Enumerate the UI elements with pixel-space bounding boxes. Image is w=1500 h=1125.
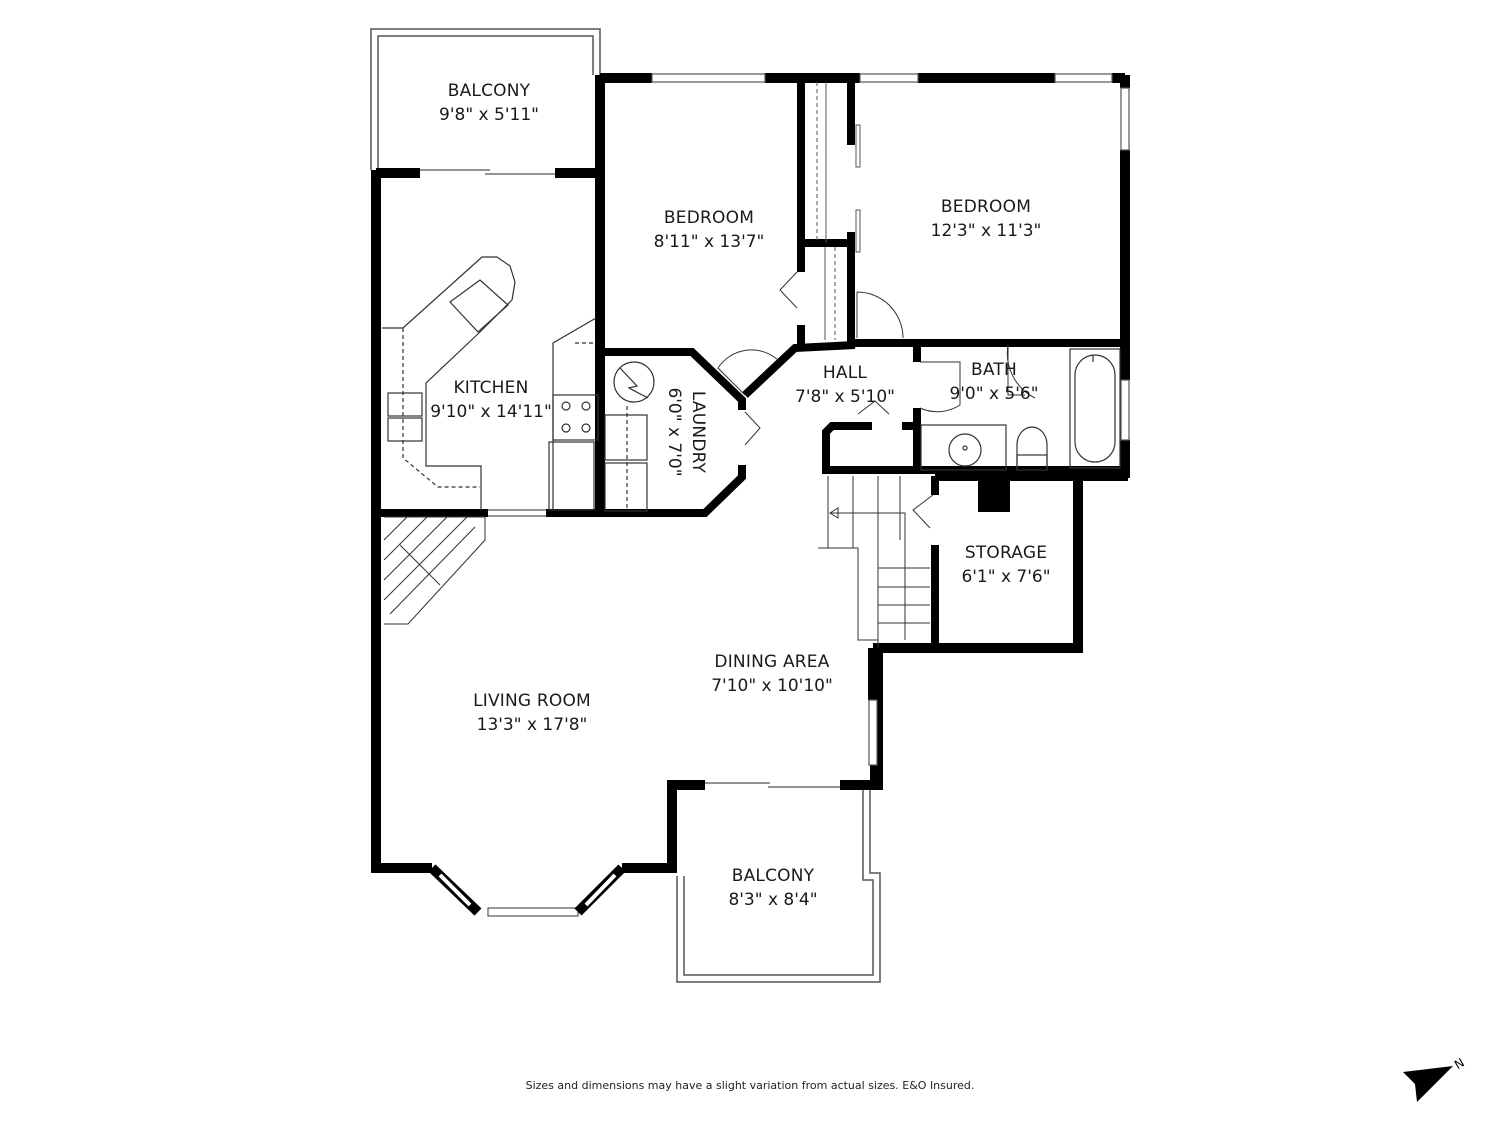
room-dimensions: 6'1" x 7'6" xyxy=(961,567,1051,587)
room-name: KITCHEN xyxy=(453,378,529,398)
interior-walls xyxy=(380,82,1125,648)
room-name: BALCONY xyxy=(731,866,815,886)
room-name: BATH xyxy=(971,360,1017,380)
room-label-balcony-top: BALCONY 9'8" x 5'11" xyxy=(439,79,539,127)
room-dimensions: 12'3" x 11'3" xyxy=(930,221,1042,241)
room-name: HALL xyxy=(822,363,868,383)
room-dimensions: 9'0" x 5'6" xyxy=(949,384,1039,404)
room-label-laundry: LAUNDRY 6'0" x 7'0" xyxy=(662,387,710,476)
door-swings xyxy=(717,271,1036,529)
room-dimensions: 8'11" x 13'7" xyxy=(653,232,765,252)
sliding-doors xyxy=(420,169,840,788)
room-label-hall: HALL 7'8" x 5'10" xyxy=(795,361,895,409)
balcony-top-outline xyxy=(370,28,601,170)
chimney-block xyxy=(978,474,1010,512)
room-label-bedroom-2: BEDROOM 12'3" x 11'3" xyxy=(931,195,1042,243)
room-dimensions: 13'3" x 17'8" xyxy=(476,715,588,735)
room-label-dining-area: DINING AREA 7'10" x 10'10" xyxy=(711,650,833,698)
room-dimensions: 7'10" x 10'10" xyxy=(711,676,833,696)
room-label-kitchen: KITCHEN 9'10" x 14'11" xyxy=(430,376,552,424)
room-label-balcony-bottom: BALCONY 8'3" x 8'4" xyxy=(728,864,817,912)
room-name: STORAGE xyxy=(964,543,1048,563)
north-label: N xyxy=(1452,1055,1467,1072)
room-dimensions: 9'8" x 5'11" xyxy=(439,105,539,125)
room-label-bath: BATH 9'0" x 5'6" xyxy=(949,358,1038,406)
staircase xyxy=(818,476,930,648)
bath-fixtures xyxy=(920,348,1121,471)
fireplace xyxy=(383,516,486,625)
room-dimensions: 7'8" x 5'10" xyxy=(795,387,895,407)
room-name: DINING AREA xyxy=(714,652,830,672)
room-dimensions: 6'0" x 7'0" xyxy=(664,387,684,477)
room-name: BALCONY xyxy=(447,81,531,101)
room-name: BEDROOM xyxy=(940,197,1032,217)
laundry-appliances xyxy=(604,361,655,512)
kitchen-counters xyxy=(382,256,599,511)
room-label-bedroom-1: BEDROOM 8'11" x 13'7" xyxy=(654,206,765,254)
room-dimensions: 8'3" x 8'4" xyxy=(728,890,818,910)
disclaimer-text: Sizes and dimensions may have a slight v… xyxy=(525,1079,975,1092)
windows xyxy=(487,73,1130,917)
room-name: LAUNDRY xyxy=(688,390,708,474)
room-dimensions: 9'10" x 14'11" xyxy=(430,402,552,422)
room-name: LIVING ROOM xyxy=(473,691,591,711)
bay-window xyxy=(428,864,626,916)
balcony-bottom-outline xyxy=(676,790,881,983)
room-name: BEDROOM xyxy=(663,208,755,228)
room-label-storage: STORAGE 6'1" x 7'6" xyxy=(961,541,1050,589)
exterior-walls xyxy=(371,73,1130,873)
closet-details xyxy=(816,82,861,340)
room-label-living-room: LIVING ROOM 13'3" x 17'8" xyxy=(473,689,591,737)
north-arrow-icon: N xyxy=(1403,1055,1467,1102)
